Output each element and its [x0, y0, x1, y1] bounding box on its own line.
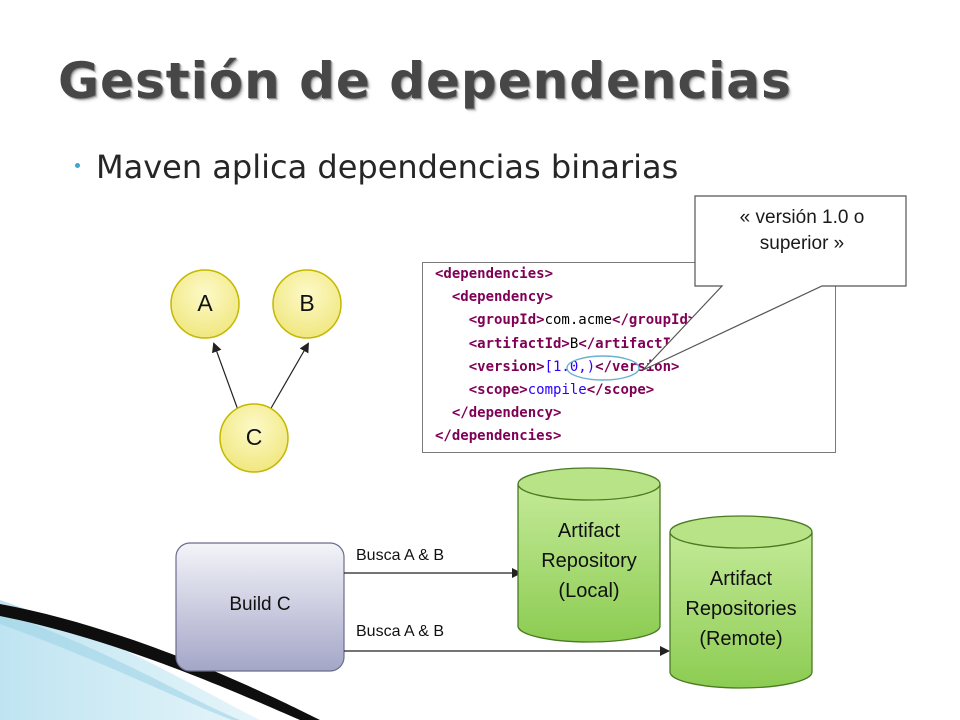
- edge-label-remote: Busca A & B: [356, 623, 445, 640]
- slide-title: Gestión de dependencias: [58, 52, 792, 110]
- local-repository-label: Artifact Repository (Local): [541, 520, 637, 602]
- edge-label-local: Busca A & B: [356, 547, 445, 564]
- code-line: <artifactId>B</artifactId>: [468, 335, 688, 352]
- build-label: Build C: [229, 594, 291, 615]
- graph-edges: [212, 342, 309, 411]
- pom-snippet: <dependencies> <dependency> <groupId>com…: [422, 262, 836, 453]
- code-line: <dependencies>: [435, 266, 554, 282]
- node-b-label: B: [299, 290, 315, 316]
- callout-text: « versión 1.0 o superior »: [739, 207, 865, 254]
- edge-c-to-a: [212, 342, 239, 411]
- code-line: </dependency>: [451, 405, 562, 422]
- code-line: <groupId>com.acme</groupId>: [468, 312, 697, 329]
- node-a-label: A: [197, 290, 213, 316]
- code-line: <scope>compile</scope>: [468, 381, 655, 398]
- node-c: [219, 403, 289, 473]
- corner-swoosh: [0, 600, 320, 720]
- node-c-label: C: [245, 424, 263, 450]
- bullet-item: Maven aplica dependencias binarias: [75, 148, 678, 186]
- edge-c-to-b: [269, 342, 309, 411]
- bullet-dot-icon: [75, 162, 80, 168]
- remote-repositories: [669, 515, 813, 689]
- remote-repositories-label: Artifact Repositories (Remote): [685, 568, 797, 650]
- code-line-version: <version>[1.0,)</version>: [468, 358, 680, 375]
- code-line: <dependency>: [451, 289, 554, 306]
- local-repository: [517, 467, 661, 643]
- bullet-text: Maven aplica dependencias binarias: [96, 148, 679, 186]
- build-box: [175, 542, 345, 672]
- version-range: [1.0,): [544, 358, 596, 375]
- node-a: [170, 269, 240, 339]
- code-line: </dependencies>: [435, 428, 562, 445]
- node-b: [272, 269, 342, 339]
